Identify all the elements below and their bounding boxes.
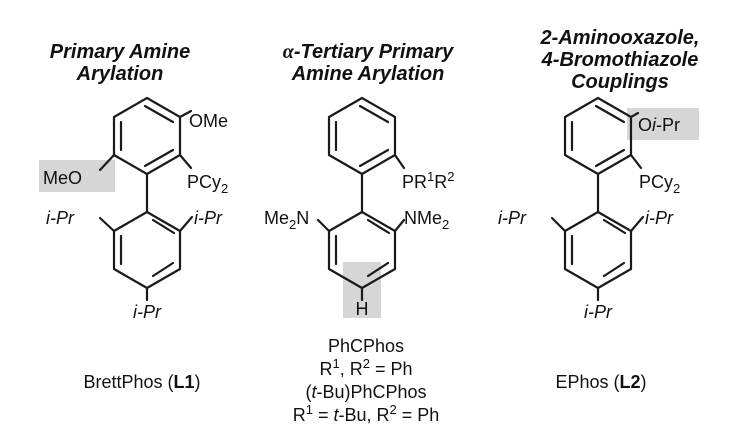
oipr-label: Oi-Pr xyxy=(638,115,680,135)
ephos-lower-ring xyxy=(563,210,633,290)
pr1r2-label: PR1R2 xyxy=(402,169,454,192)
ipr-right-label: i-Pr xyxy=(194,208,223,228)
brettphos-title-line-1: Primary Amine xyxy=(50,41,190,63)
ipr-bottom-label: i-Pr xyxy=(133,302,162,322)
ephos-ipr-left-label: i-Pr xyxy=(498,208,527,228)
h-label: H xyxy=(356,299,369,319)
brettphos-upper-ring xyxy=(112,96,182,176)
nme2-right-label: NMe2 xyxy=(404,208,449,232)
ephos-ipr-bottom-label: i-Pr xyxy=(584,302,613,322)
phcphos-title-line-2: Amine Arylation xyxy=(291,63,445,85)
pcy2-label: PCy2 xyxy=(187,172,228,196)
phcphos-title-line-1: α-Tertiary Primary xyxy=(283,41,454,63)
ipr-left-label: i-Pr xyxy=(46,208,75,228)
meo-label: MeO xyxy=(43,168,82,188)
phcphos-upper-ring xyxy=(327,96,397,176)
ephos-title-line-1: 2-Aminooxazole, xyxy=(540,27,700,49)
brettphos-structure: Primary Amine Arylation OMe MeO PCy2 i-P… xyxy=(39,41,228,392)
ephos-upper-ring xyxy=(563,96,633,176)
ephos-structure: 2-Aminooxazole, 4-Bromothiazole Coupling… xyxy=(498,27,699,392)
tbu-phcphos-name: (t-Bu)PhCPhos xyxy=(305,382,426,402)
phcphos-r-groups: R1, R2 = Ph xyxy=(319,356,412,379)
ephos-pcy2-label: PCy2 xyxy=(639,172,680,196)
brettphos-caption: BrettPhos (L1) xyxy=(83,372,200,392)
ephos-title-line-2: 4-Bromothiazole xyxy=(541,49,699,71)
nme2-left-label: Me2N xyxy=(264,208,309,232)
ome-label: OMe xyxy=(189,111,228,131)
brettphos-lower-ring xyxy=(112,210,182,290)
ephos-caption: EPhos (L2) xyxy=(555,372,646,392)
brettphos-title-line-2: Arylation xyxy=(76,63,164,85)
ephos-title-line-3: Couplings xyxy=(571,71,669,93)
phcphos-name: PhCPhos xyxy=(328,336,404,356)
phcphos-structure: α-Tertiary Primary Amine Arylation PR1R2… xyxy=(264,41,454,425)
meo-highlight xyxy=(39,160,115,192)
ephos-ipr-right-label: i-Pr xyxy=(645,208,674,228)
tbu-phcphos-r-groups: R1 = t-Bu, R2 = Ph xyxy=(293,402,440,425)
